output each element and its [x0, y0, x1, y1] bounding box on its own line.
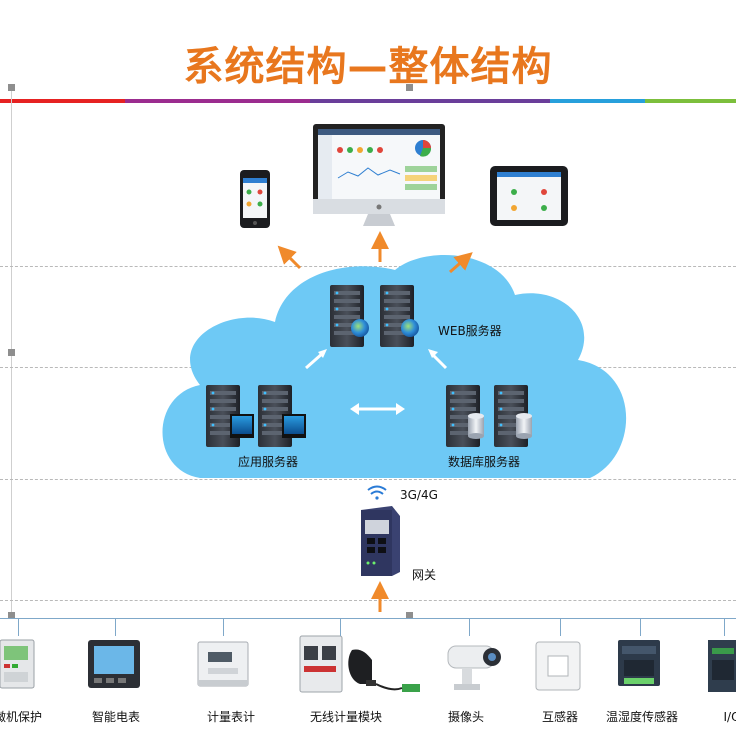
page-title: 系统结构—整体结构 — [183, 44, 553, 90]
bidirectional-arrow — [350, 403, 405, 415]
temp-humidity-sensor-icon — [618, 640, 660, 686]
globe-icon — [351, 319, 369, 337]
device-bus-line — [0, 618, 736, 619]
resize-handle[interactable] — [8, 612, 15, 619]
server-icon — [330, 285, 364, 347]
smartphone-icon — [240, 170, 270, 228]
bus-drop — [115, 618, 116, 636]
monitor-small-icon — [230, 414, 306, 438]
stripe-magenta — [125, 99, 310, 103]
device-label-smart-meter: 智能电表 — [91, 710, 140, 724]
din-meter-icon — [197, 641, 249, 687]
app-server-label: 应用服务器 — [238, 455, 299, 469]
server-icon — [380, 285, 414, 347]
bus-drop — [223, 618, 224, 636]
current-transformer-icon — [535, 641, 581, 691]
device-label-temp-sensor: 温湿度传感器 — [605, 710, 678, 724]
device-label-wireless-module: 无线计量模块 — [309, 710, 382, 724]
stripe-blue — [550, 99, 645, 103]
web-server-label: WEB服务器 — [438, 324, 502, 338]
database-icon — [468, 413, 532, 439]
resize-handle[interactable] — [406, 612, 413, 619]
network-label: 3G/4G — [400, 488, 438, 502]
color-stripe — [0, 99, 736, 103]
wireless-module-icon — [299, 635, 420, 693]
desktop-monitor-icon — [313, 124, 445, 226]
smart-meter-icon — [88, 640, 140, 688]
bus-drop — [340, 618, 341, 636]
device-label-relay: 微机保护 — [0, 710, 42, 724]
device-label-camera: 摄像头 — [447, 710, 484, 724]
globe-icon — [401, 319, 419, 337]
camera-icon — [447, 645, 501, 690]
gateway-icon — [361, 506, 400, 576]
protection-relay-icon — [0, 639, 35, 689]
stripe-purple — [310, 99, 550, 103]
arrow-to-tablet — [449, 252, 473, 274]
tablet-icon — [490, 166, 568, 226]
device-label-din-meter: 计量表计 — [206, 710, 255, 724]
stripe-green — [645, 99, 736, 103]
bus-drop — [469, 618, 470, 636]
device-label-io-module: I/O模块 — [723, 710, 736, 724]
resize-handle[interactable] — [406, 84, 413, 91]
device-label-transformer: 互感器 — [541, 710, 578, 724]
arrow-app-to-web — [305, 351, 324, 370]
bus-drop — [18, 618, 19, 636]
arrow-to-phone — [277, 245, 302, 270]
bus-drop — [560, 618, 561, 636]
bus-drop — [724, 618, 725, 636]
arrow-head — [318, 349, 327, 358]
wifi-signal-icon — [367, 485, 387, 500]
stripe-red — [0, 99, 125, 103]
separator-line — [0, 600, 736, 601]
gateway-label: 网关 — [412, 568, 437, 582]
db-server-label: 数据库服务器 — [448, 455, 521, 469]
resize-handle[interactable] — [8, 84, 15, 91]
resize-handle[interactable] — [8, 349, 15, 356]
separator-line — [0, 479, 736, 480]
arrow-db-to-web — [428, 349, 448, 370]
io-module-icon — [708, 640, 736, 692]
bus-drop — [640, 618, 641, 636]
